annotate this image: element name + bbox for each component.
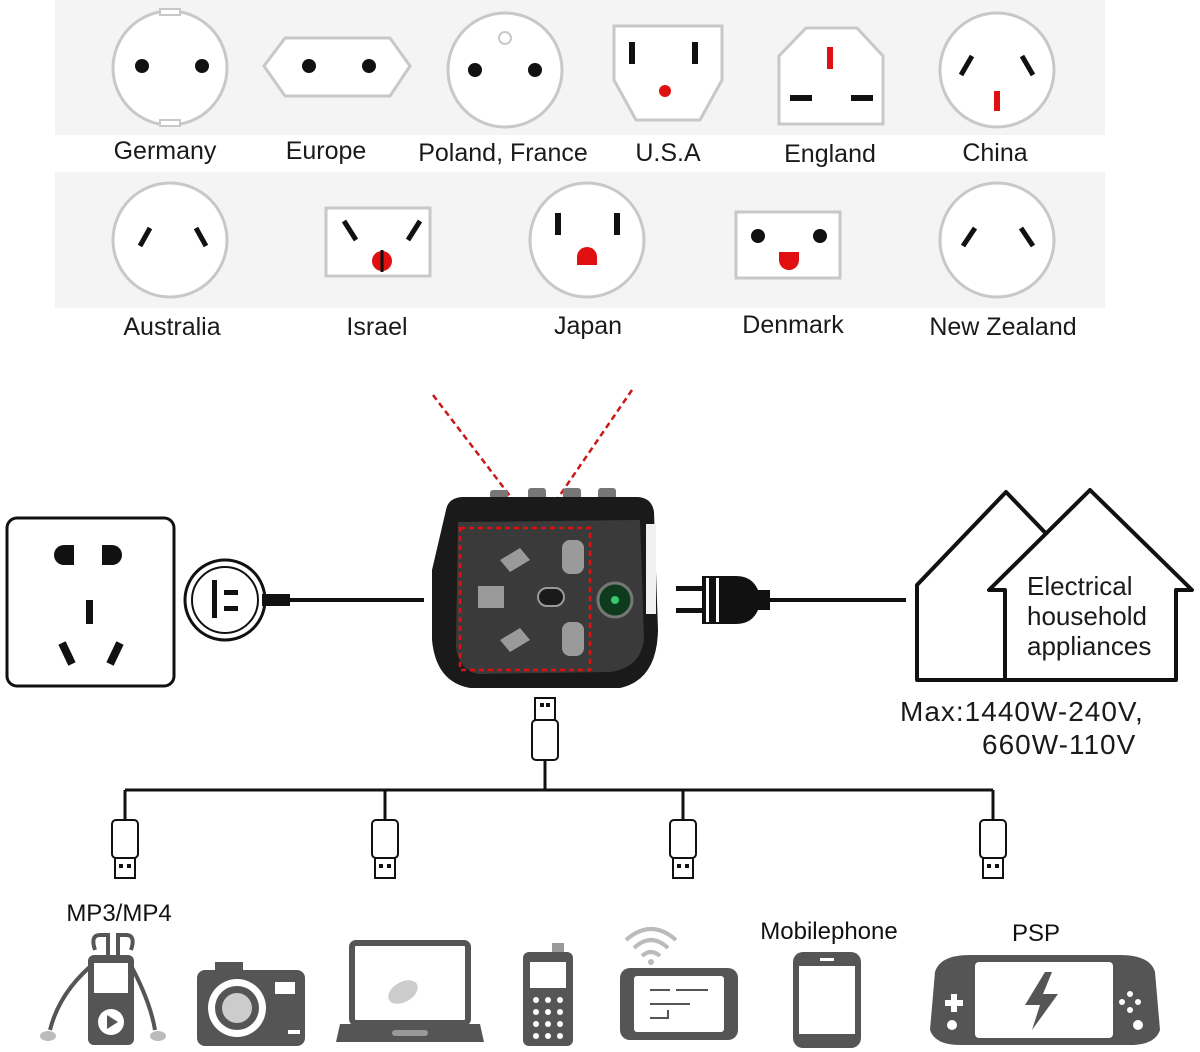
- socket-row-1-band: [55, 0, 1105, 135]
- socket-label-israel: Israel: [346, 313, 408, 341]
- device-label-psp: PSP: [1011, 920, 1061, 947]
- house-caption-line-1: Electrical: [1027, 571, 1133, 601]
- max-rating-line-2: 660W-110V: [982, 729, 1137, 760]
- usb-plug-4-icon: [979, 819, 1007, 879]
- socket-label-japan: Japan: [553, 312, 623, 340]
- house-icon: [915, 488, 1194, 682]
- china-socket-icon: [938, 11, 1056, 129]
- appliance-plug-icon: [676, 576, 906, 624]
- usb-plug-1-icon: [111, 819, 139, 879]
- socket-label-poland-france: Poland, France: [418, 139, 588, 167]
- socket-label-england: England: [784, 140, 876, 168]
- travel-adapter-icon: [432, 488, 658, 688]
- camera-icon: [197, 962, 305, 1046]
- wall-plug-icon: [183, 558, 424, 642]
- smartphone-icon: [793, 952, 861, 1048]
- socket-label-europe: Europe: [285, 137, 367, 165]
- denmark-socket-icon: [734, 210, 842, 280]
- new-zealand-socket-icon: [938, 181, 1056, 299]
- socket-label-germany: Germany: [113, 137, 217, 165]
- poland-france-socket-icon: [446, 11, 564, 129]
- device-label-mobilephone: Mobilephone: [760, 918, 898, 945]
- israel-socket-icon: [324, 206, 432, 278]
- tablet-wifi-icon: [620, 927, 738, 1040]
- usa-socket-icon: [612, 24, 724, 122]
- laptop-icon: [336, 940, 484, 1042]
- england-socket-icon: [777, 26, 885, 126]
- socket-label-australia: Australia: [123, 313, 221, 341]
- house-caption-line-3: appliances: [1027, 631, 1152, 661]
- device-label-mp3: MP3/MP4: [66, 900, 172, 927]
- socket-label-new-zealand: New Zealand: [929, 313, 1077, 341]
- usb-plug-3-icon: [669, 819, 697, 879]
- japan-socket-icon: [528, 181, 646, 299]
- house-caption-line-2: household: [1027, 601, 1147, 631]
- mp3-player-icon: [40, 933, 166, 1045]
- socket-label-usa: U.S.A: [635, 139, 701, 167]
- usb-distribution-lines: [123, 788, 995, 822]
- socket-label-china: China: [962, 139, 1028, 167]
- socket-label-denmark: Denmark: [742, 311, 844, 339]
- germany-socket-icon: [111, 8, 229, 127]
- usb-plug-2-icon: [371, 819, 399, 879]
- psp-icon: [930, 955, 1160, 1045]
- house-caption: Electrical household appliances: [1027, 571, 1151, 661]
- wall-socket-icon: [5, 516, 176, 688]
- adapter-usb-plug-icon: [531, 697, 559, 790]
- europe-socket-icon: [262, 36, 412, 98]
- max-rating-line-1: Max:1440W-240V,: [900, 696, 1144, 727]
- feature-phone-icon: [523, 943, 573, 1046]
- australia-socket-icon: [111, 181, 229, 299]
